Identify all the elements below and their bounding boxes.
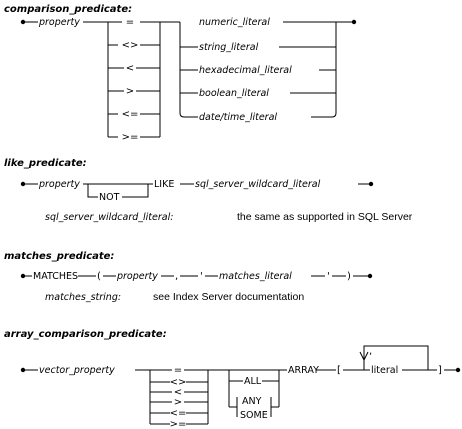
end-dot bbox=[351, 19, 357, 25]
hexadecimal-literal-term: hexadecimal_literal bbox=[199, 65, 292, 76]
quantifier-all: ALL bbox=[244, 376, 262, 387]
operator-equals: = bbox=[126, 17, 134, 28]
quantifier-any: ANY bbox=[242, 396, 262, 407]
start-dot bbox=[20, 181, 26, 187]
wildcard-note-text: the same as supported in SQL Server bbox=[237, 211, 413, 223]
start-dot bbox=[20, 367, 26, 373]
property-term: property bbox=[38, 179, 80, 190]
comparison-predicate-heading: comparison_predicate: bbox=[4, 4, 132, 15]
array-keyword: ARRAY bbox=[288, 365, 319, 376]
datetime-literal-term: date/time_literal bbox=[199, 112, 277, 123]
operator-greater-than: > bbox=[126, 86, 134, 97]
matches-literal-term: matches_literal bbox=[219, 271, 292, 282]
boolean-literal-term: boolean_literal bbox=[199, 88, 269, 99]
operator-greater-than: > bbox=[174, 397, 182, 408]
loop-arrow-icon bbox=[359, 351, 369, 362]
start-dot bbox=[20, 19, 26, 25]
like-keyword: LIKE bbox=[154, 179, 174, 190]
quote-close: ' bbox=[327, 271, 330, 282]
operator-not-equal: <> bbox=[122, 40, 139, 51]
array-comparison-heading: array_comparison_predicate: bbox=[4, 329, 167, 340]
operator-equals: = bbox=[174, 365, 182, 376]
end-dot bbox=[368, 181, 374, 187]
matches-predicate-section: matches_predicate: MATCHES ( property , … bbox=[4, 251, 373, 303]
separator-comma: , bbox=[369, 346, 372, 357]
operator-not-equal: <> bbox=[170, 377, 187, 388]
comma: , bbox=[175, 271, 178, 282]
operator-greater-equal: >= bbox=[170, 419, 187, 429]
numeric-literal-term: numeric_literal bbox=[199, 17, 270, 28]
not-keyword: NOT bbox=[99, 192, 120, 203]
end-dot bbox=[455, 367, 461, 373]
operator-less-equal: <= bbox=[122, 109, 139, 120]
close-paren: ) bbox=[347, 271, 351, 282]
matches-note-text: see Index Server documentation bbox=[153, 291, 304, 303]
close-bracket: ] bbox=[438, 365, 442, 376]
open-paren: ( bbox=[97, 271, 101, 282]
property-term: property bbox=[116, 271, 158, 282]
vector-property-term: vector_property bbox=[39, 365, 115, 376]
comparison-predicate-section: comparison_predicate: property = <> < > … bbox=[4, 4, 357, 143]
open-bracket: [ bbox=[337, 365, 341, 376]
end-dot bbox=[367, 273, 373, 279]
operator-greater-equal: >= bbox=[122, 132, 139, 143]
string-literal-term: string_literal bbox=[199, 42, 259, 53]
property-term: property bbox=[38, 17, 80, 28]
matches-predicate-heading: matches_predicate: bbox=[4, 251, 114, 262]
start-dot bbox=[20, 273, 26, 279]
wildcard-literal-term: sql_server_wildcard_literal bbox=[195, 179, 321, 190]
operator-less-than: < bbox=[174, 387, 182, 398]
matches-note-term: matches_string: bbox=[45, 292, 121, 303]
quote-open: ' bbox=[200, 271, 203, 282]
array-comparison-predicate-section: array_comparison_predicate: vector_prope… bbox=[4, 329, 461, 429]
like-predicate-heading: like_predicate: bbox=[4, 158, 87, 169]
quantifier-some: SOME bbox=[240, 410, 268, 421]
literal-term: literal bbox=[371, 365, 398, 376]
operator-less-equal: <= bbox=[170, 408, 187, 419]
operator-less-than: < bbox=[126, 63, 134, 74]
matches-keyword: MATCHES bbox=[33, 271, 78, 282]
wildcard-note-term: sql_server_wildcard_literal: bbox=[45, 212, 173, 223]
like-predicate-section: like_predicate: property NOT LIKE sql_se… bbox=[4, 158, 413, 223]
